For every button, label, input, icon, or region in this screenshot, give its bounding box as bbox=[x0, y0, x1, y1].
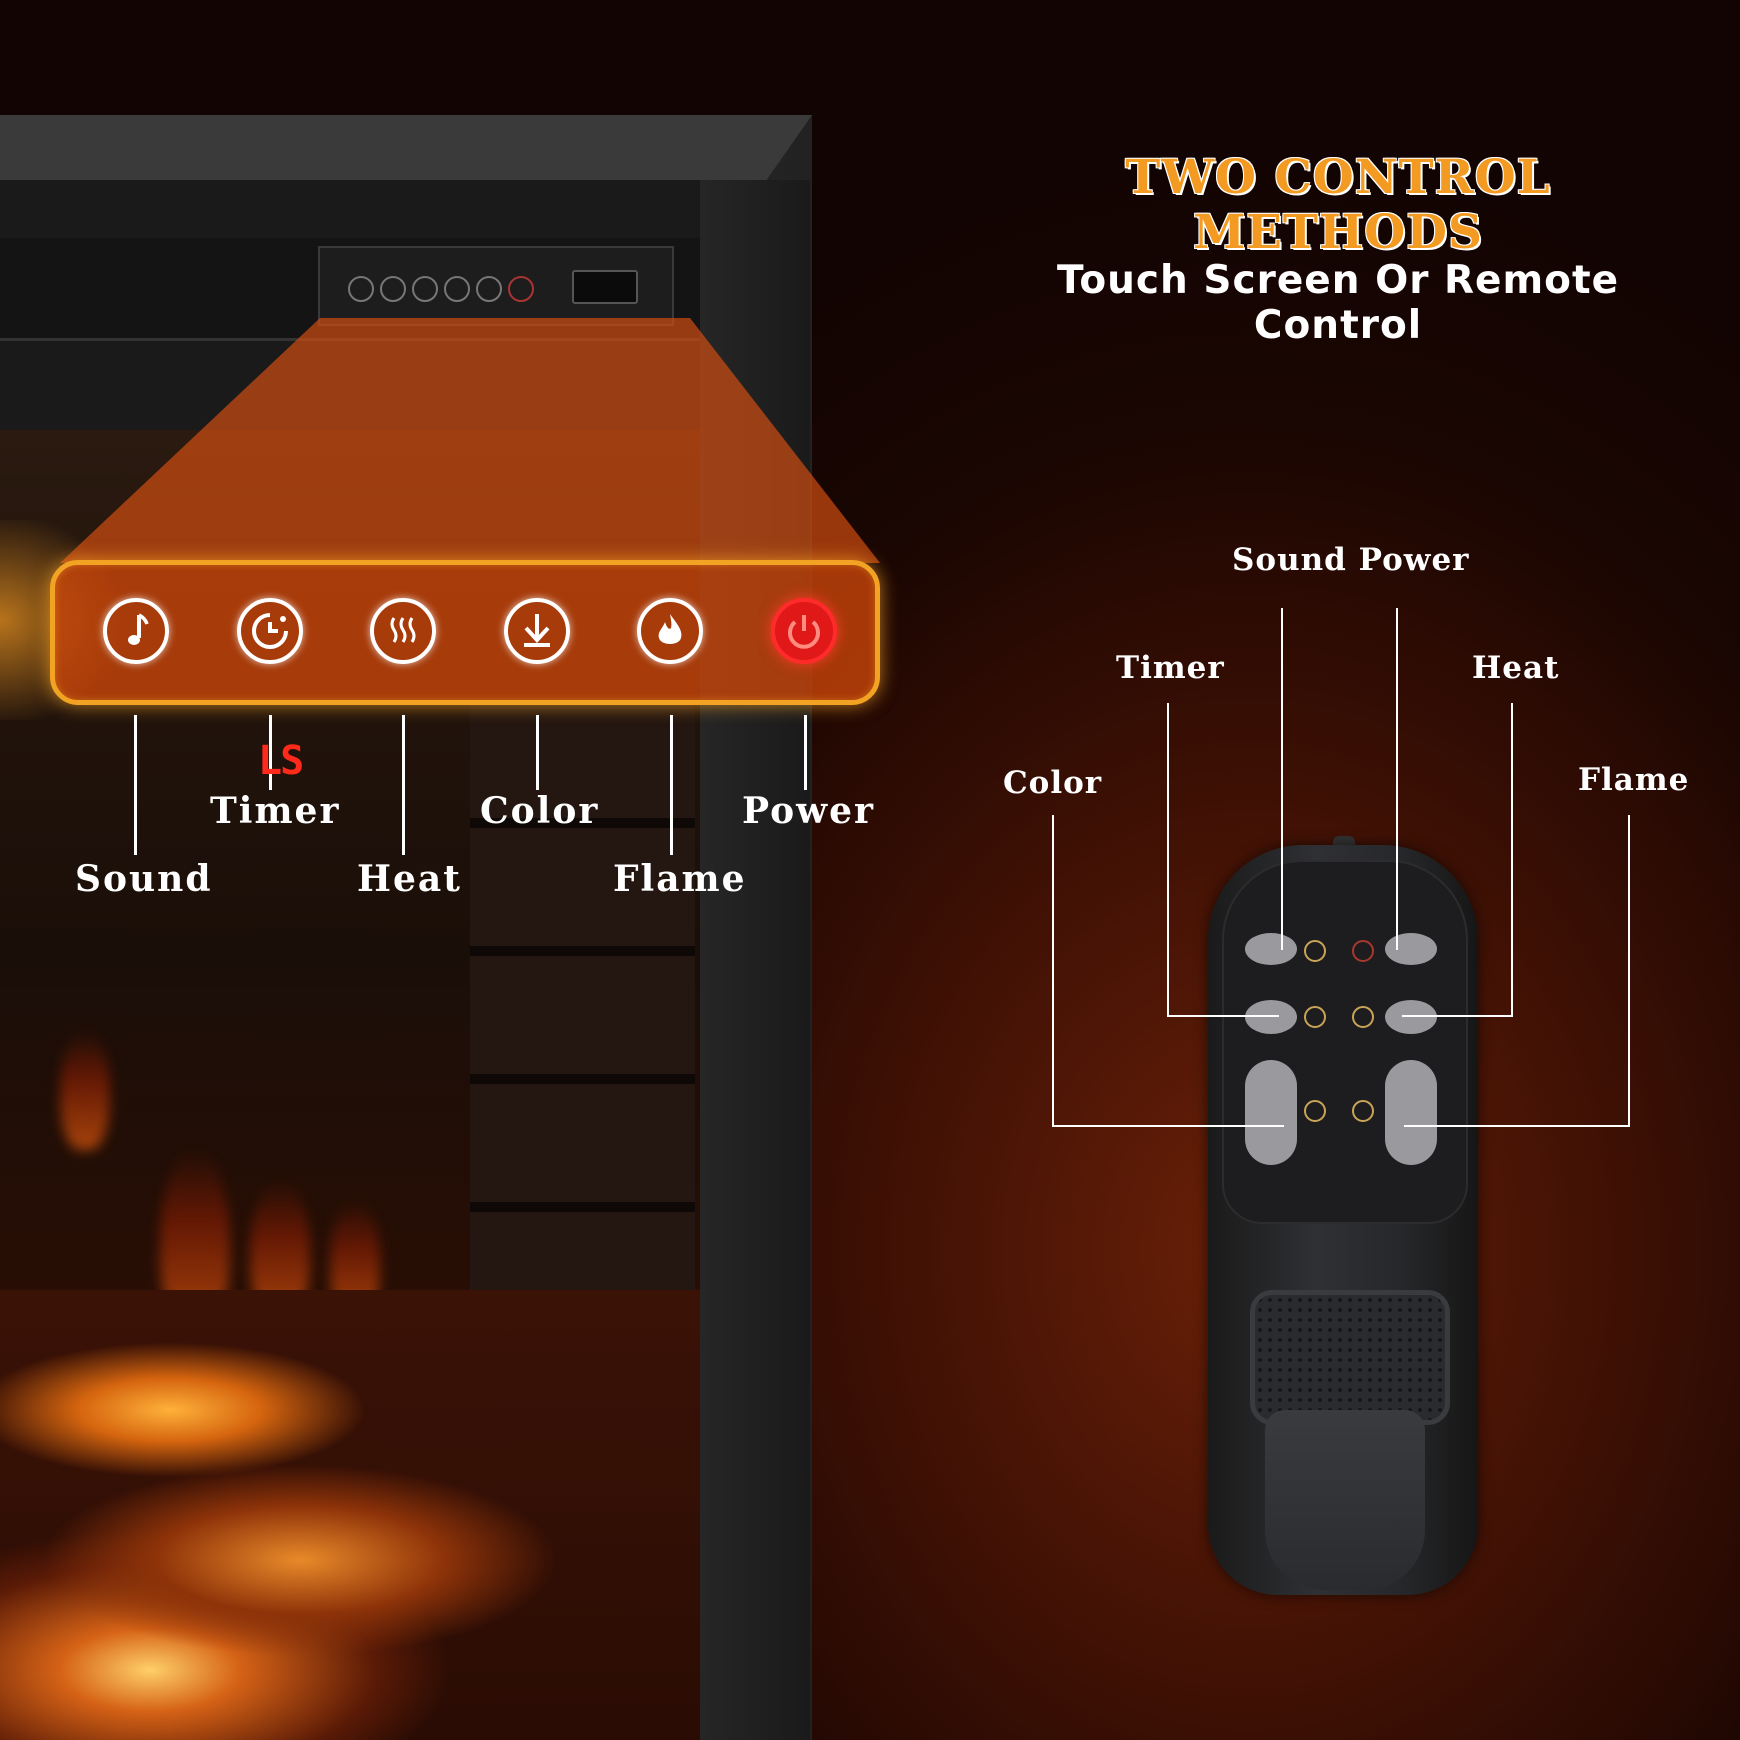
remote-flame-button[interactable] bbox=[1385, 1060, 1437, 1165]
remote-color-line-h bbox=[1052, 1125, 1284, 1127]
flame-icon[interactable] bbox=[637, 598, 703, 664]
remote-flame-label: Flame bbox=[1578, 762, 1690, 798]
remote-heat-line-v bbox=[1511, 703, 1513, 1017]
remote-button-face bbox=[1222, 860, 1468, 1224]
timer-callout-line bbox=[269, 715, 272, 790]
power-icon[interactable] bbox=[771, 598, 837, 664]
remote-color-icon bbox=[1304, 1100, 1326, 1122]
sound-label: Sound bbox=[75, 858, 213, 900]
remote-flame-icon bbox=[1352, 1100, 1374, 1122]
mini-flame-icon bbox=[476, 276, 502, 302]
remote-sound-icon bbox=[1304, 940, 1326, 962]
flame-callout-line bbox=[670, 715, 673, 855]
remote-heat-label: Heat bbox=[1472, 650, 1560, 686]
sound-callout-line bbox=[134, 715, 137, 855]
remote-heat-icon bbox=[1352, 1006, 1374, 1028]
color-icon[interactable] bbox=[504, 598, 570, 664]
remote-grip-pad bbox=[1250, 1290, 1450, 1425]
remote-flame-line-v bbox=[1628, 815, 1630, 1127]
remote-sound-button[interactable] bbox=[1245, 933, 1297, 965]
page-title: TWO CONTROL METHODS bbox=[1125, 150, 1551, 260]
mini-timer-icon bbox=[380, 276, 406, 302]
power-label: Power bbox=[742, 790, 875, 832]
remote-timer-line-h bbox=[1167, 1015, 1279, 1017]
color-callout-line bbox=[536, 715, 539, 790]
remote-lower-shell bbox=[1265, 1410, 1425, 1590]
remote-heat-line-h bbox=[1402, 1015, 1513, 1017]
heat-callout-line bbox=[402, 715, 405, 855]
remote-timer-icon bbox=[1304, 1006, 1326, 1028]
heat-label: Heat bbox=[357, 858, 462, 900]
rocker-switch bbox=[572, 270, 638, 304]
timer-label: Timer bbox=[210, 790, 341, 832]
flame bbox=[60, 1030, 110, 1150]
sound-icon[interactable] bbox=[103, 598, 169, 664]
heat-icon[interactable] bbox=[370, 598, 436, 664]
timer-icon[interactable] bbox=[237, 598, 303, 664]
remote-timer-line-v bbox=[1167, 703, 1169, 1017]
remote-flame-line-h bbox=[1404, 1125, 1630, 1127]
power-callout-line bbox=[804, 715, 807, 790]
remote-color-button[interactable] bbox=[1245, 1060, 1297, 1165]
mini-sound-icon bbox=[348, 276, 374, 302]
remote-sound-line bbox=[1281, 608, 1283, 950]
remote-sound-power-label: Sound Power bbox=[1232, 542, 1470, 578]
mini-heat-icon bbox=[412, 276, 438, 302]
page-subtitle: Touch Screen Or Remote Control bbox=[1056, 258, 1620, 348]
mini-power-icon bbox=[508, 276, 534, 302]
fireplace-logs bbox=[0, 1290, 700, 1740]
remote-color-label: Color bbox=[1003, 765, 1103, 801]
remote-power-line bbox=[1396, 608, 1398, 950]
remote-timer-button[interactable] bbox=[1245, 1000, 1297, 1034]
remote-power-button[interactable] bbox=[1385, 933, 1437, 965]
remote-heat-button[interactable] bbox=[1385, 1000, 1437, 1034]
flame-label: Flame bbox=[613, 858, 747, 900]
timer-display: LS bbox=[258, 738, 304, 784]
touch-control-panel bbox=[50, 560, 880, 705]
mini-color-icon bbox=[444, 276, 470, 302]
remote-color-line-v bbox=[1052, 815, 1054, 1127]
color-label: Color bbox=[480, 790, 600, 832]
remote-timer-label: Timer bbox=[1116, 650, 1225, 686]
remote-power-icon bbox=[1352, 940, 1374, 962]
